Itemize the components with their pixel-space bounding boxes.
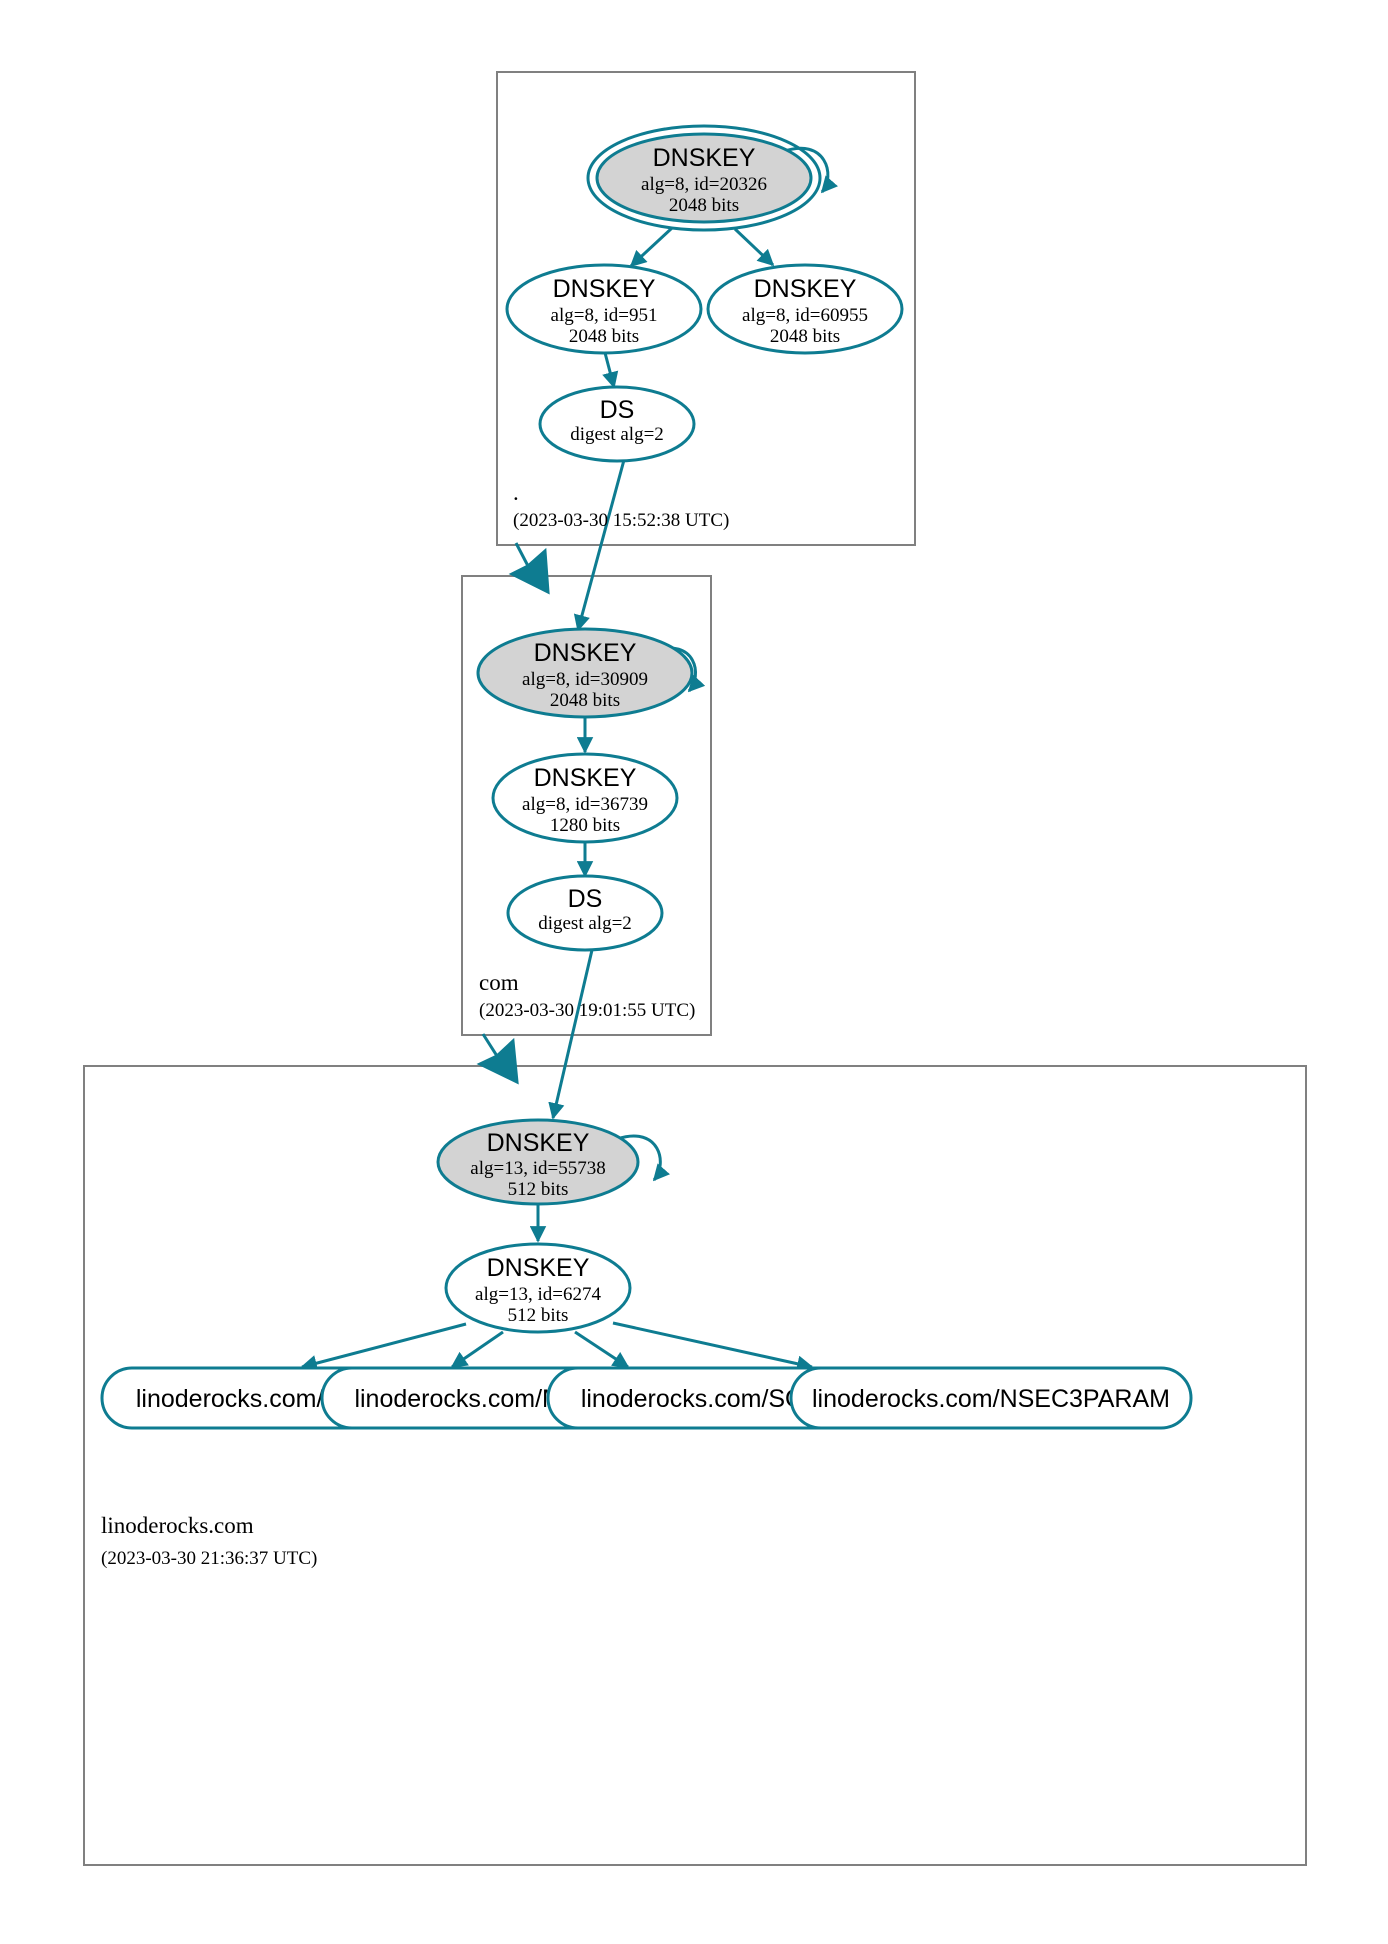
node-line3-lr-zsk: 512 bits (508, 1305, 569, 1326)
edge-self-sign-root-ksk (781, 146, 838, 194)
node-line3-com-zsk: 1280 bits (550, 815, 620, 836)
node-line2-lr-ksk: alg=13, id=55738 (470, 1158, 605, 1179)
node-root-ksk-20326[interactable] (595, 132, 813, 224)
node-com-ksk-30909[interactable] (476, 627, 694, 719)
node-title-com-ds: DS (568, 885, 603, 913)
edge-lr-zsk-to-mx (450, 1330, 504, 1369)
node-line3-com-ksk: 2048 bits (550, 690, 620, 711)
edge-root-ksk-to-zsk951 (629, 226, 674, 268)
node-title-root-zsk60955: DNSKEY (754, 275, 857, 303)
edge-root-ds-to-com-ksk (573, 459, 626, 632)
node-lr-zsk-6274[interactable] (444, 1242, 632, 1334)
node-title-root-zsk951: DNSKEY (553, 275, 656, 303)
node-line3-root-zsk60955: 2048 bits (770, 326, 840, 347)
zone-label-linoderocks: linoderocks.com (101, 1513, 254, 1538)
node-com-zsk-36739[interactable] (491, 752, 679, 844)
node-line3-root-ksk: 2048 bits (669, 195, 739, 216)
node-root-zsk-951[interactable] (505, 263, 703, 355)
zone-timestamp-root: (2023-03-30 15:52:38 UTC) (513, 510, 729, 531)
node-title-com-zsk: DNSKEY (534, 764, 637, 792)
node-title-lr-ksk: DNSKEY (487, 1129, 590, 1157)
zone-timestamp-linoderocks: (2023-03-30 21:36:37 UTC) (101, 1548, 317, 1569)
node-line2-lr-zsk: alg=13, id=6274 (475, 1284, 601, 1305)
node-line3-root-zsk951: 2048 bits (569, 326, 639, 347)
edge-trust-com-to-linoderocks (476, 1033, 519, 1085)
node-root-ds-com[interactable] (538, 385, 696, 463)
node-title-root-ksk: DNSKEY (653, 144, 756, 172)
rrset-label-mx: linoderocks.com/MX (354, 1385, 579, 1413)
trust-anchor-outline-root-ksk (586, 124, 822, 232)
node-title-lr-zsk: DNSKEY (487, 1254, 590, 1282)
rrset-label-nsec3param: linoderocks.com/NSEC3PARAM (812, 1385, 1170, 1413)
node-line2-com-zsk: alg=8, id=36739 (522, 794, 648, 815)
node-title-root-ds: DS (600, 396, 635, 424)
edge-self-sign-lr-ksk (616, 1134, 670, 1182)
edge-root-ksk-to-zsk60955 (733, 227, 775, 267)
node-title-com-ksk: DNSKEY (534, 639, 637, 667)
zone-timestamp-com: (2023-03-30 19:01:55 UTC) (479, 1000, 695, 1021)
edge-trust-root-to-com (508, 542, 550, 595)
node-line3-lr-ksk: 512 bits (508, 1179, 569, 1200)
edge-lr-zsk-to-soa (574, 1330, 630, 1369)
zone-box-linoderocks (83, 1065, 1307, 1866)
edge-lr-zsk-to-nsec3param (612, 1321, 814, 1372)
zone-label-com: com (479, 970, 519, 995)
node-com-ds-linoderocks[interactable] (506, 874, 664, 952)
node-line2-root-zsk951: alg=8, id=951 (551, 305, 658, 326)
zone-label-root: . (513, 480, 519, 505)
node-line2-com-ksk: alg=8, id=30909 (522, 669, 648, 690)
node-line2-root-ksk: alg=8, id=20326 (641, 174, 767, 195)
node-line2-root-ds: digest alg=2 (570, 424, 664, 445)
node-lr-ksk-55738[interactable] (436, 1118, 640, 1206)
node-root-zsk-60955[interactable] (706, 263, 904, 355)
rrset-box-nsec3param[interactable] (789, 1366, 1193, 1430)
edge-lr-zsk-to-ns (300, 1322, 467, 1372)
node-line2-root-zsk60955: alg=8, id=60955 (742, 305, 868, 326)
node-line2-com-ds: digest alg=2 (538, 913, 632, 934)
edge-com-ds-to-linoderocks-ksk (548, 949, 594, 1120)
edge-root-zsk951-to-ds (602, 348, 619, 389)
rrset-label-soa: linoderocks.com/SOA (581, 1385, 822, 1413)
